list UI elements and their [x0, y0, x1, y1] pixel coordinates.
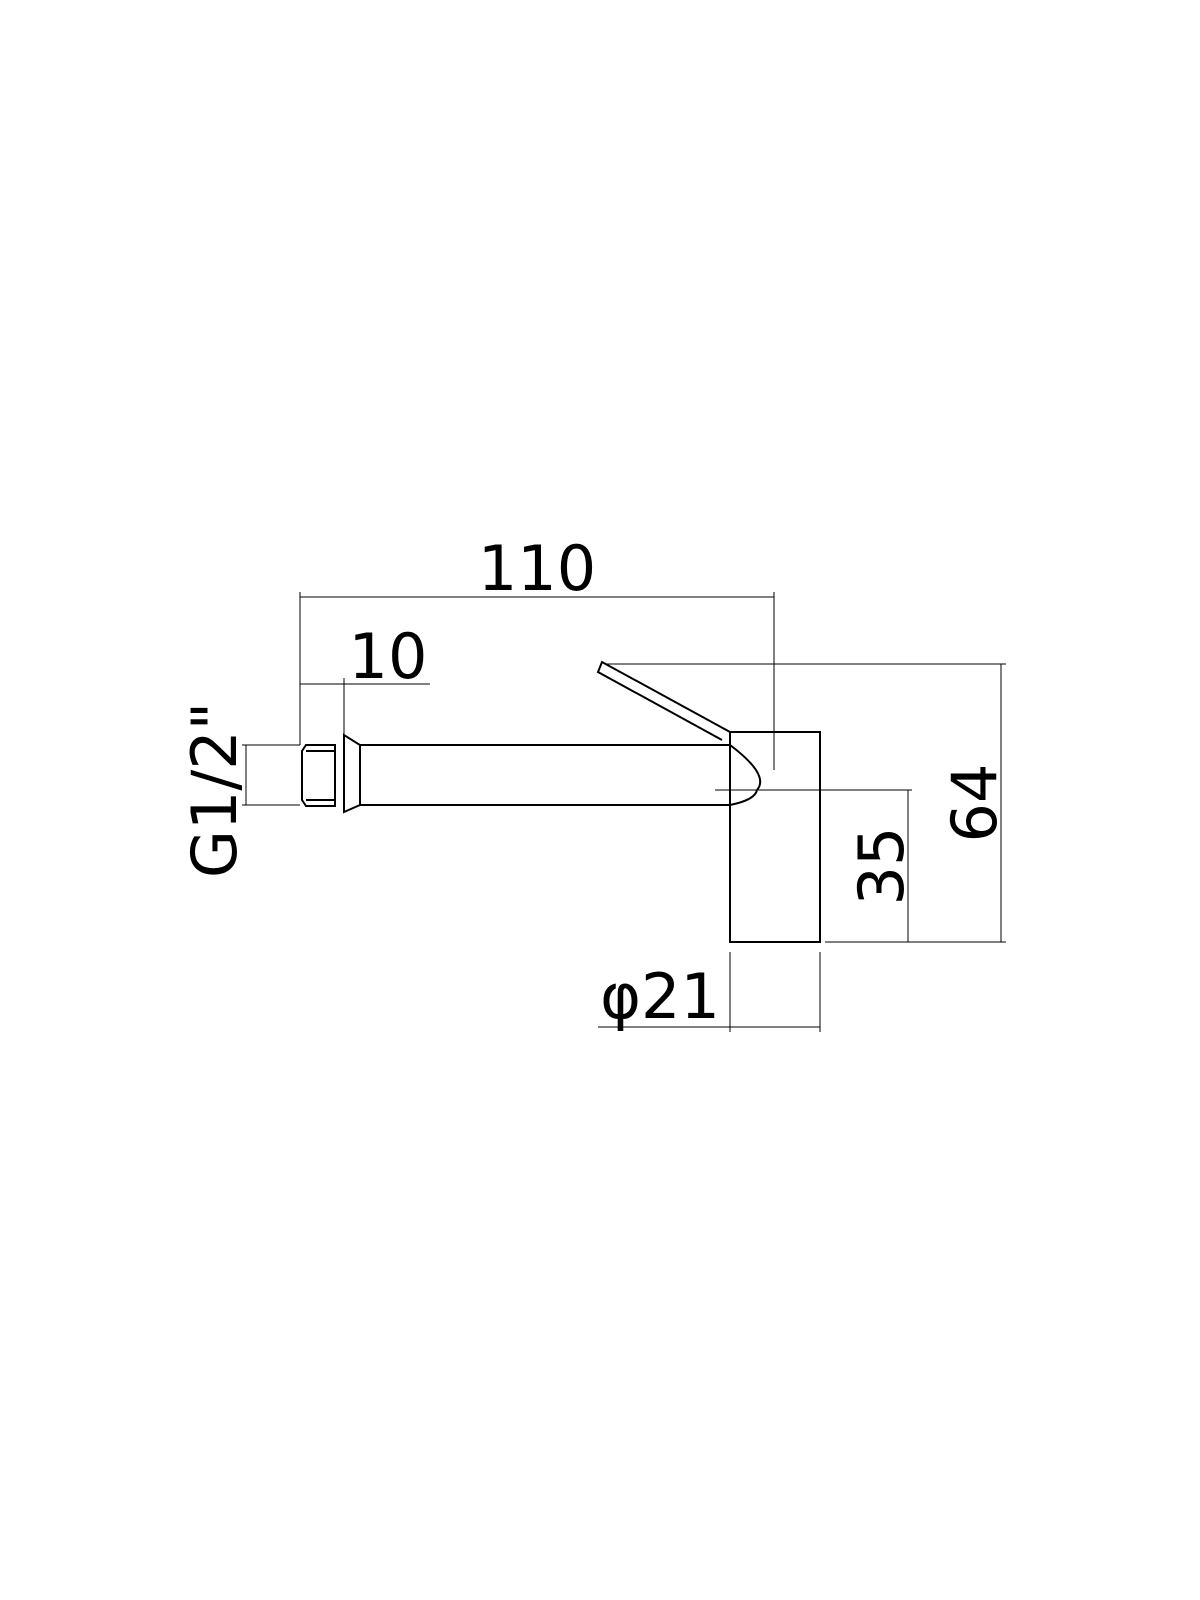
spout-end-arc: [729, 744, 762, 806]
dim-21-label: φ21: [600, 960, 720, 1033]
mixer-body: [729, 731, 821, 943]
dim-10-label: 10: [349, 620, 428, 693]
dim-35-label: 35: [845, 827, 918, 906]
dimension-lines: [242, 592, 1006, 1032]
part-outline: [301, 660, 821, 943]
thread: [301, 744, 336, 807]
dim-64-label: 64: [938, 764, 1011, 843]
dim-thread-label: G1/2": [178, 702, 251, 878]
flange: [343, 733, 361, 814]
dim-110-label: 110: [478, 532, 596, 605]
spout-tube: [360, 744, 730, 806]
lever: [596, 660, 731, 741]
